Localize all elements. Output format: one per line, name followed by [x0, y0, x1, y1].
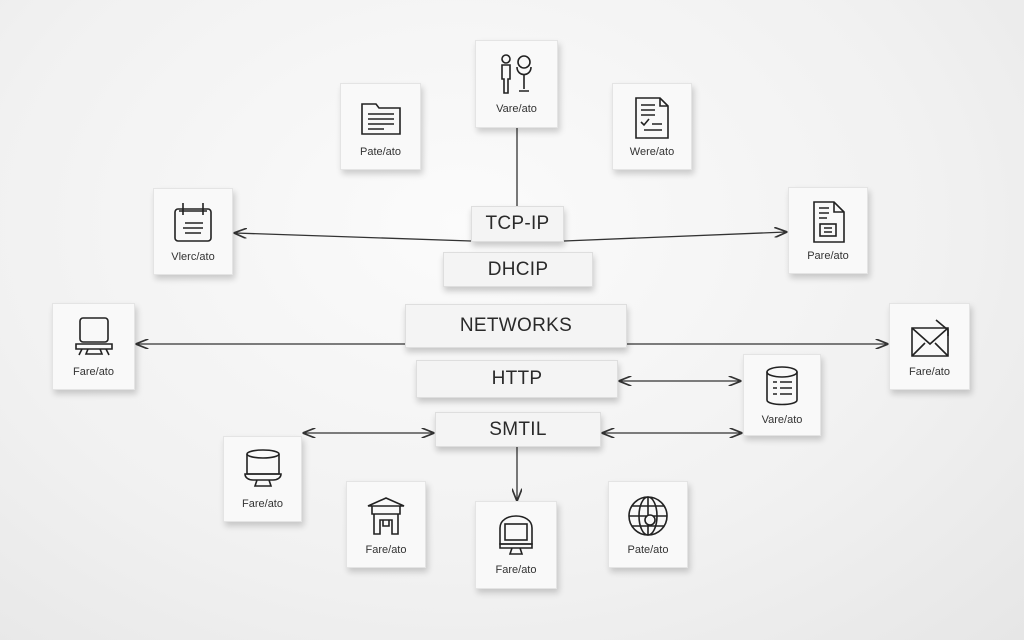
- globe-icon: [628, 495, 668, 536]
- node-label: Pare/ato: [807, 249, 849, 262]
- node-server-cylinder[interactable]: Fare/ato: [223, 436, 302, 522]
- node-globe[interactable]: Pate/ato: [608, 481, 688, 568]
- node-label: Vlerc/ato: [171, 250, 215, 263]
- node-label: Fare/ato: [495, 564, 537, 576]
- node-document[interactable]: Pare/ato: [788, 187, 868, 274]
- layer-dhcip[interactable]: DHCIP: [443, 252, 593, 287]
- building-icon: [367, 496, 405, 535]
- node-clipboard[interactable]: Vlerc/ato: [153, 188, 233, 275]
- node-monitor[interactable]: Fare/ato: [52, 303, 135, 390]
- node-computer[interactable]: Fare/ato: [475, 501, 557, 589]
- server-cylinder-icon: [243, 449, 282, 487]
- document-icon: [813, 200, 845, 243]
- layer-http[interactable]: HTTP: [416, 360, 618, 398]
- computer-icon: [499, 515, 533, 555]
- checklist-document-icon: [635, 96, 669, 139]
- connector-tcpip-document: [563, 232, 786, 242]
- node-checklist-document[interactable]: Were/ato: [612, 83, 692, 170]
- layer-networks[interactable]: NETWORKS: [405, 304, 627, 348]
- person-microphone-icon: [500, 54, 532, 94]
- monitor-icon: [74, 316, 113, 355]
- database-icon: [766, 366, 798, 406]
- node-label: Fare/ato: [242, 498, 283, 510]
- layer-label: NETWORKS: [459, 315, 573, 336]
- node-label: Fare/ato: [73, 365, 114, 378]
- node-folder[interactable]: Pate/ato: [340, 83, 421, 170]
- node-label: Vare/ato: [761, 414, 803, 426]
- node-person-microphone[interactable]: Vare/ato: [475, 40, 558, 128]
- clipboard-icon: [174, 202, 212, 242]
- layer-label: TCP-IP: [485, 213, 550, 234]
- node-label: Fare/ato: [365, 543, 407, 556]
- node-label: Fare/ato: [909, 365, 950, 378]
- node-database[interactable]: Vare/ato: [743, 354, 821, 436]
- envelope-icon: [910, 318, 949, 357]
- node-label: Vare/ato: [496, 103, 537, 115]
- node-label: Pate/ato: [360, 145, 401, 158]
- node-label: Were/ato: [629, 145, 675, 158]
- layer-tcpip[interactable]: TCP-IP: [471, 206, 564, 242]
- folder-icon: [360, 102, 401, 135]
- node-building[interactable]: Fare/ato: [346, 481, 426, 568]
- connector-tcpip-clipboard: [235, 233, 472, 242]
- layer-label: DHCIP: [487, 258, 549, 280]
- node-label: Pate/ato: [627, 543, 669, 556]
- layer-label: SMTIL: [489, 418, 547, 440]
- layer-smtil[interactable]: SMTIL: [435, 412, 601, 447]
- layer-label: HTTP: [491, 368, 543, 389]
- node-envelope[interactable]: Fare/ato: [889, 303, 970, 390]
